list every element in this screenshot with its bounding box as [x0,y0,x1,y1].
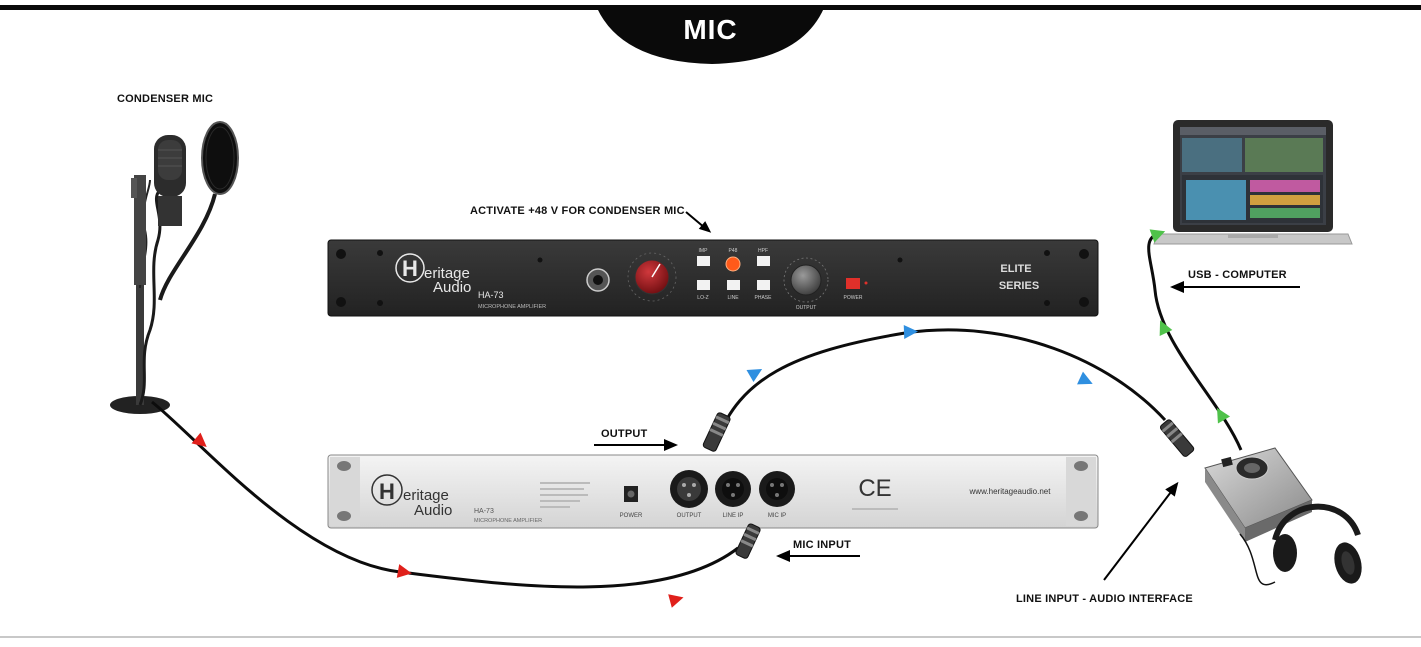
usb-cable-arrow [1149,229,1166,243]
front-logo-icon [395,253,425,283]
pointer-arrow-usb [1170,281,1300,293]
lo-z-button-icon [697,280,710,290]
pointer-arrow-mic-input [776,550,860,562]
rear-jack-label-output: OUTPUT [677,513,702,519]
page-title: MIC [683,14,738,45]
btn-label-phase: PHASE [755,295,773,301]
hpf-button-icon [757,256,770,266]
mic-cable-arrow [668,594,684,608]
usb-cable-arrows [1149,229,1231,424]
line-button-icon [727,280,740,290]
headphones-icon [1239,503,1362,586]
xlr-plug-line-icon [1159,419,1195,457]
rear-brand-line1: eritage [403,487,449,504]
xlr-plug-output-icon [702,412,731,452]
btn-label-line: LINE [727,295,739,301]
fine-print-icon [540,482,590,508]
audio-interface-icon [1204,447,1313,542]
front-brand-initial: H [402,256,418,281]
output-cable-arrows [746,325,1093,385]
ce-mark: CE [858,475,891,502]
series-line2: SERIES [999,280,1039,292]
header-band [0,5,1421,64]
pointer-arrow-output [594,439,678,451]
output-cable-arrow [746,369,763,383]
front-power-label: POWER [844,295,863,301]
front-panel: H eritage Audio HA-73 MICROPHONE AMPLIFI… [327,239,1099,317]
mic-cable-arrows [191,432,684,608]
rear-logo-icon [371,474,403,506]
label-output: OUTPUT [601,428,648,440]
imp-button-icon [697,256,710,266]
rear-power-label: POWER [620,513,643,519]
mic-cable-arrow [396,564,412,578]
front-knob-label: OUTPUT [796,305,817,311]
rear-model: HA-73 [474,508,494,515]
usb-cable-arrow [1217,407,1231,424]
rear-brand-line2: Audio [414,502,452,519]
rear-brand-initial: H [379,479,395,504]
btn-label-hpf: HPF [758,248,768,254]
btn-label-lo-z: LO-Z [697,295,708,301]
label-mic-input: MIC INPUT [793,539,852,551]
label-activate-48v: ACTIVATE +48 V FOR CONDENSER MIC [470,205,685,217]
bottom-divider [0,636,1421,638]
pointer-arrow-48v [685,211,712,233]
front-model: HA-73 [478,290,504,300]
label-usb-computer: USB - COMPUTER [1188,269,1287,281]
rear-subtitle: MICROPHONE AMPLIFIER [474,518,542,524]
label-condenser-mic: CONDENSER MIC [117,93,214,105]
rear-jack-label-mic: MIC IP [768,513,786,519]
label-line-input: LINE INPUT - AUDIO INTERFACE [1016,593,1193,605]
btn-label-imp: IMP [699,248,709,254]
phase-button-icon [757,280,770,290]
xlr-plug-mic-icon [735,523,761,559]
front-subtitle: MICROPHONE AMPLIFIER [478,304,546,310]
rear-url: www.heritageaudio.net [969,487,1052,496]
front-brand-line2: Audio [433,279,471,296]
rear-panel: H eritage Audio HA-73 MICROPHONE AMPLIFI… [327,454,1099,529]
output-cable-arrow [903,325,918,339]
p48-button-icon [725,256,741,272]
laptop-icon [1153,120,1353,245]
rear-jack-label-line: LINE IP [723,513,744,519]
mic-cable-arrow [191,432,207,447]
output-knob-icon [790,264,822,296]
front-brand-line1: eritage [424,265,470,282]
usb-cable-arrow [1159,320,1173,336]
btn-label-p48: P48 [729,248,738,254]
pointer-arrow-line-input [1103,481,1179,581]
output-cable-arrow [1077,371,1093,385]
condenser-mic-icon [110,121,239,414]
power-switch-icon [846,278,860,289]
output-cable [715,328,1167,441]
series-line1: ELITE [1000,263,1031,275]
